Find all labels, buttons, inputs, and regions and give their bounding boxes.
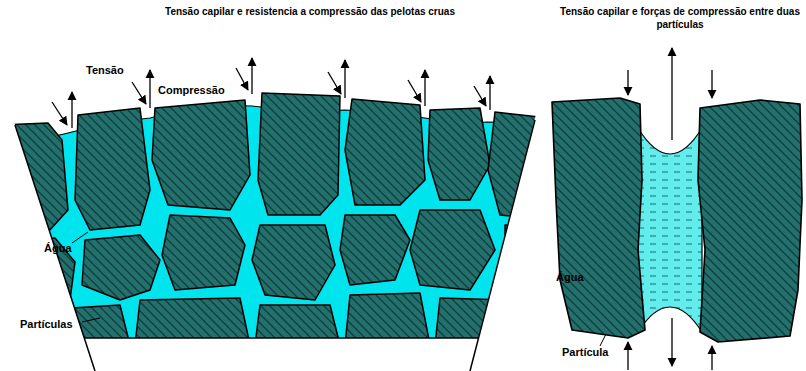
diagram-title: Tensão capilar e resistencia a compressã… [160,6,460,19]
water-bridge [638,128,702,332]
force-arrows [52,58,490,128]
part-label: Partículas [20,318,73,332]
part-label: Água [556,271,584,285]
part-label: Partícula [562,346,608,360]
particle [698,100,802,342]
force-arrows [628,48,712,370]
part-label: Água [44,242,72,256]
force-label: Tensão [86,64,124,78]
particles [0,93,548,345]
particle [552,98,645,338]
panel-title: Tensão capilar e forças de compressão en… [560,6,800,31]
pellet-section [0,93,548,345]
force-label: Compressão [158,84,225,98]
container-walls [15,120,535,371]
two-particles [552,98,802,342]
